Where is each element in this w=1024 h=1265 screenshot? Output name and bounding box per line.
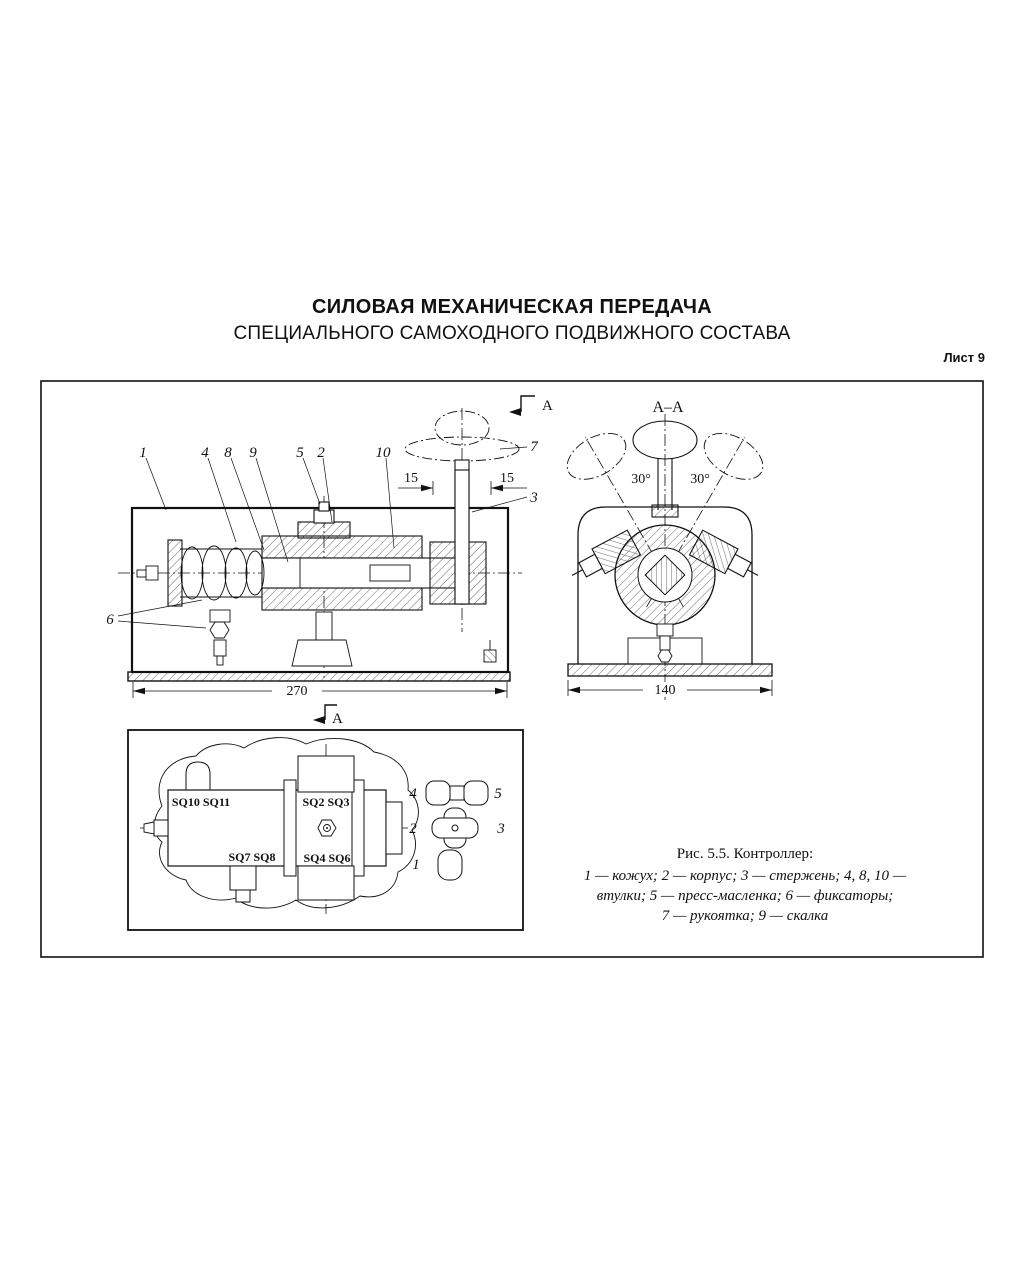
casing-outline: [154, 737, 419, 909]
left-bushing: [167, 539, 183, 607]
anchor-symbol: [483, 640, 497, 663]
tv-callout-5: 5: [494, 786, 502, 802]
phantom-right: [646, 432, 764, 608]
page-title: СИЛОВАЯ МЕХАНИЧЕСКАЯ ПЕРЕДАЧА СПЕЦИАЛЬНО…: [0, 296, 1024, 345]
flange-right: [351, 779, 365, 877]
callout-9: 9: [249, 445, 257, 461]
sheet-number-label: Лист 9: [943, 350, 985, 365]
angle-left: 30°: [631, 472, 651, 487]
callout-3: 3: [529, 490, 538, 506]
callout-8: 8: [224, 445, 232, 461]
tv-callout-3: 3: [496, 821, 505, 837]
rod-through: [454, 469, 470, 605]
callout-2: 2: [317, 445, 325, 461]
figure-caption: Рис. 5.5. Контроллер: 1 — кожух; 2 — кор…: [562, 844, 928, 926]
dim-270: [132, 682, 508, 698]
label-sq2-sq3: SQ2 SQ3: [302, 795, 349, 809]
caption-line-3: 7 — рукоятка; 9 — скалка: [661, 908, 829, 924]
right-clamp: [688, 529, 759, 578]
center-support: [291, 611, 353, 667]
bottom-tower: [297, 865, 355, 901]
angle-right: 30°: [690, 472, 710, 487]
caption-line-2: втулки; 5 — пресс-масленка; 6 — фиксатор…: [596, 888, 894, 904]
callout-1: 1: [139, 445, 147, 461]
section-mark-top: [509, 395, 535, 416]
stand-outline: [577, 506, 753, 664]
label-sq4-sq6: SQ4 SQ6: [303, 851, 350, 865]
dim-140: 140: [655, 683, 676, 698]
top-view-frame: [127, 729, 524, 931]
handle-positions: [425, 780, 489, 881]
grease-fitting: [297, 501, 351, 539]
callout-leaders: [117, 446, 528, 629]
top-view-box: SQ10 SQ11 SQ2 SQ3 SQ7 SQ8 SQ4 SQ6 4 5 2 …: [127, 729, 524, 931]
dim-270: 270: [287, 684, 308, 699]
title-line-2: СПЕЦИАЛЬНОГО САМОХОДНОГО ПОДВИЖНОГО СОСТ…: [233, 323, 791, 344]
side-view: 15 15 270 А А: [106, 395, 553, 727]
knob: [632, 420, 698, 460]
caption-title: Рис. 5.5. Контроллер:: [676, 846, 814, 862]
stem-collar: [651, 504, 679, 518]
lower-body-block: [261, 587, 423, 611]
dim-15-left: 15: [404, 471, 418, 486]
bellows: [180, 545, 265, 601]
left-clamp: [571, 529, 642, 578]
top-tower: [297, 755, 355, 793]
section-letter-top: А: [542, 398, 553, 414]
callout-4: 4: [201, 445, 209, 461]
center-nut: [317, 819, 337, 837]
left-bolt: [143, 821, 155, 835]
bottom-valve: [209, 609, 231, 666]
base-plate-aa: [567, 663, 773, 677]
base-plate: [127, 671, 511, 682]
tv-callout-2: 2: [409, 821, 417, 837]
section-view-a-a: А–А 30° 30°: [566, 399, 773, 700]
body: [167, 789, 387, 867]
label-sq7-sq8: SQ7 SQ8: [228, 850, 275, 864]
caption-line-1: 1 — кожух; 2 — корпус; 3 — стержень; 4, …: [583, 868, 907, 884]
right-step: [385, 801, 403, 855]
callout-6: 6: [106, 612, 114, 628]
section-mark-bottom: [313, 704, 337, 724]
shaft-slot: [369, 564, 411, 582]
dim-15: [398, 481, 527, 495]
left-dome: [185, 761, 211, 790]
dim-140: [567, 680, 773, 697]
square-shaft: [644, 554, 686, 596]
tv-callout-4: 4: [409, 786, 417, 802]
callout-5: 5: [296, 445, 304, 461]
flange-left: [283, 779, 297, 877]
callout-10: 10: [376, 445, 392, 461]
callout-7: 7: [530, 439, 539, 455]
dim-15-right: 15: [500, 471, 514, 486]
phantom-left: [566, 432, 684, 608]
tv-callout-1: 1: [412, 857, 420, 873]
section-letter-bottom: А: [332, 711, 343, 727]
view-label: А–А: [652, 399, 684, 416]
label-sq10-sq11: SQ10 SQ11: [172, 795, 230, 809]
left-end-bolt: [136, 565, 159, 581]
bottom-fitting: [656, 623, 674, 663]
title-line-1: СИЛОВАЯ МЕХАНИЧЕСКАЯ ПЕРЕДАЧА: [311, 296, 712, 318]
